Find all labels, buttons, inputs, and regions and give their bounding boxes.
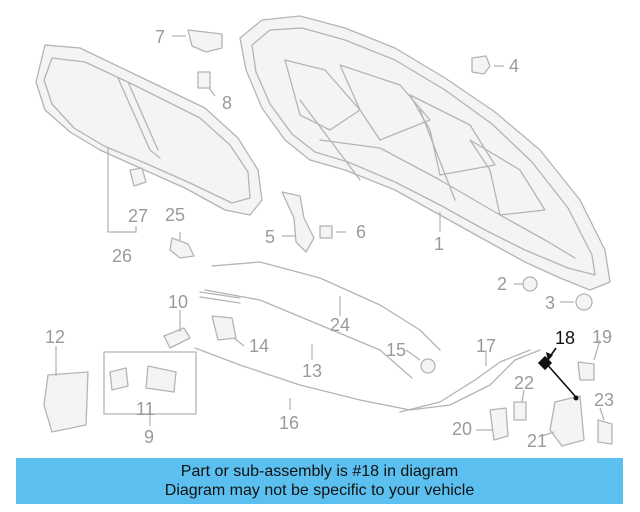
- hinge-5: [281, 191, 315, 253]
- hood-insulator-pad: [35, 44, 263, 216]
- strut: [199, 291, 241, 304]
- callout-3: 3: [545, 293, 555, 313]
- bolt-22: [513, 401, 527, 421]
- bracket-7: [187, 29, 223, 53]
- leader-lines: [55, 35, 605, 437]
- callout-19: 19: [592, 327, 612, 347]
- handle-20: [489, 407, 509, 441]
- callout-8: 8: [222, 93, 232, 113]
- callout-16: 16: [279, 413, 299, 433]
- info-banner: Part or sub-assembly is #18 in diagram D…: [16, 458, 623, 504]
- callout-1: 1: [434, 234, 444, 254]
- clip-2: [522, 276, 538, 292]
- cables-and-rods: [194, 261, 541, 413]
- callout-15: 15: [386, 340, 406, 360]
- bumper-4: [471, 55, 491, 75]
- callout-7: 7: [155, 27, 165, 47]
- clip-25: [169, 237, 195, 259]
- clip-11: [109, 367, 129, 391]
- cable-17: [399, 349, 531, 413]
- grommet-15: [420, 358, 436, 374]
- clip-23: [597, 419, 613, 445]
- callout-11: 11: [136, 399, 155, 419]
- callout-23: 23: [594, 390, 614, 410]
- callout-20: 20: [452, 419, 472, 439]
- callout-25: 25: [165, 205, 185, 225]
- striker-12: [43, 371, 89, 433]
- callout-13: 13: [302, 361, 322, 381]
- callout-2: 2: [497, 274, 507, 294]
- release-cable-18: [537, 347, 579, 401]
- callout-4: 4: [509, 56, 519, 76]
- callout-14: 14: [249, 336, 269, 356]
- rod-13: [204, 289, 413, 379]
- latch-14: [211, 315, 237, 341]
- clip-8: [197, 71, 211, 89]
- callout-21: 21: [527, 431, 547, 451]
- rod-24: [211, 261, 441, 351]
- callout-18: 18: [555, 328, 575, 348]
- banner-line-1: Part or sub-assembly is #18 in diagram: [180, 463, 459, 480]
- callout-27: 27: [128, 206, 148, 226]
- clip-19: [577, 361, 595, 381]
- callout-24: 24: [330, 315, 350, 335]
- callouts: 7 8 4 1 5 6 2 3 27 25 26 10 24 14 12 13 …: [45, 27, 614, 451]
- callout-5: 5: [265, 227, 275, 247]
- clip-3: [575, 293, 593, 311]
- callout-9: 9: [144, 427, 154, 447]
- fasteners: [43, 29, 613, 447]
- callout-17: 17: [476, 336, 496, 356]
- hood-panel: [239, 15, 611, 291]
- banner-line-2: Diagram may not be specific to your vehi…: [164, 482, 475, 499]
- callout-6: 6: [356, 222, 366, 242]
- callout-10: 10: [168, 292, 188, 312]
- callout-22: 22: [514, 373, 534, 393]
- callout-26: 26: [112, 246, 132, 266]
- callout-12: 12: [45, 327, 65, 347]
- clip-11b: [145, 365, 177, 393]
- bolt-6: [319, 225, 333, 239]
- latch-21: [549, 395, 585, 447]
- cable-16: [194, 347, 541, 411]
- clip-27: [129, 167, 147, 187]
- clip-10: [163, 327, 191, 349]
